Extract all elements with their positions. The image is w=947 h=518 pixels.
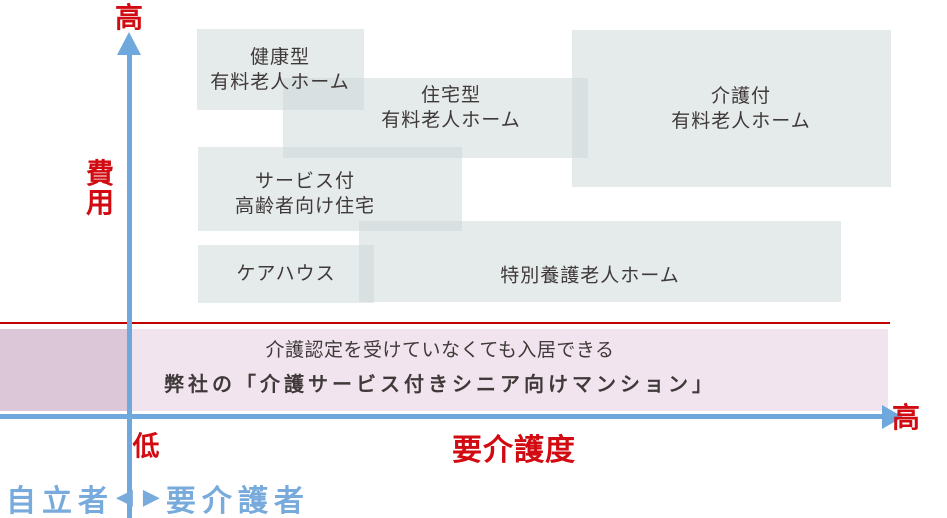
highlight-band bbox=[0, 329, 888, 411]
left-triangle-icon: ◀ bbox=[116, 485, 133, 510]
facility-box-kaigotsuki bbox=[572, 30, 891, 187]
care-needed-label: 要介護者 bbox=[165, 484, 310, 518]
x-axis-high-label: 高 bbox=[891, 401, 921, 434]
facility-label-service: サービス付 高齢者向け住宅 bbox=[234, 170, 376, 217]
x-axis-line bbox=[0, 414, 884, 419]
band-condition-text: 介護認定を受けていなくても入居できる bbox=[265, 339, 615, 361]
y-axis-title: 費用 bbox=[86, 157, 115, 219]
x-axis-arrowhead-icon bbox=[882, 405, 903, 429]
facility-label-tokuyo: 特別養護老人ホーム bbox=[500, 264, 680, 287]
care-spectrum-annotation: 自立者 ◀ ▶ 要介護者 bbox=[6, 476, 310, 518]
facility-label-kaigotsuki: 介護付 有料老人ホーム bbox=[671, 85, 811, 132]
facility-box-tokuyo bbox=[359, 221, 841, 302]
facility-box-jutaku bbox=[283, 78, 588, 158]
x-axis-low-label: 低 bbox=[132, 431, 160, 463]
facility-box-service bbox=[198, 147, 462, 231]
y-axis-high-label: 高 bbox=[114, 1, 144, 34]
facility-label-jutaku: 住宅型 有料老人ホーム bbox=[381, 84, 521, 131]
facility-label-kenko: 健康型 有料老人ホーム bbox=[210, 46, 350, 93]
band-product-text: 弊社の「介護サービス付きシニア向けマンション」 bbox=[164, 372, 716, 396]
highlight-band-text: 介護認定を受けていなくても入居できる 弊社の「介護サービス付きシニア向けマンショ… bbox=[164, 338, 716, 396]
facility-box-carehouse bbox=[198, 245, 374, 303]
y-axis-arrowhead-icon bbox=[117, 32, 141, 55]
facility-label-carehouse: ケアハウス bbox=[236, 262, 336, 285]
independent-label: 自立者 bbox=[6, 484, 114, 518]
right-triangle-icon: ▶ bbox=[142, 485, 160, 510]
highlight-band-left-segment bbox=[0, 329, 129, 411]
red-divider-line bbox=[0, 322, 890, 324]
x-axis-title: 要介護度 bbox=[452, 433, 576, 468]
y-axis-line bbox=[127, 50, 132, 518]
